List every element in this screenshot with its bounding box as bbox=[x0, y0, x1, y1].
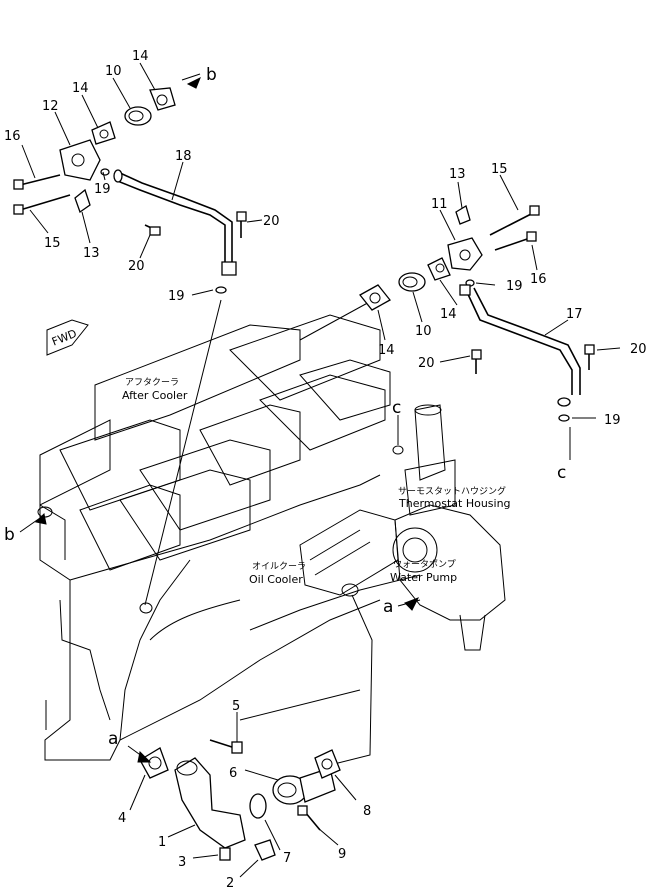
oil-cooler-label: Oil Cooler bbox=[249, 573, 303, 586]
part-20-label: 20 bbox=[263, 214, 280, 229]
part-number-callouts bbox=[21, 62, 621, 878]
part-16-label: 16 bbox=[4, 129, 21, 144]
part-3-label: 3 bbox=[178, 855, 186, 870]
connection-lines bbox=[19, 73, 571, 766]
part-14-label: 14 bbox=[378, 343, 395, 358]
water-pump-jp-label: ウォータポンプ bbox=[393, 559, 456, 570]
component-labels: アフタクーラ After Cooler サーモスタットハウジング Thermos… bbox=[122, 377, 511, 586]
part-5-label: 5 bbox=[232, 699, 240, 714]
part-20-label: 20 bbox=[630, 342, 647, 357]
part-4-label: 4 bbox=[118, 811, 126, 826]
engine-block bbox=[37, 314, 506, 761]
part-20-label: 20 bbox=[418, 356, 435, 371]
part-12-label: 12 bbox=[42, 99, 59, 114]
thermostat-jp-label: サーモスタットハウジング bbox=[398, 485, 506, 497]
part-13-label: 13 bbox=[449, 167, 466, 182]
part-19-label: 19 bbox=[168, 289, 185, 304]
ref-a-inlet: a bbox=[108, 729, 118, 749]
part-18-label: 18 bbox=[175, 149, 192, 164]
ref-a-pump: a bbox=[383, 597, 393, 617]
part-15-label: 15 bbox=[491, 162, 508, 177]
ref-arrows bbox=[34, 76, 420, 763]
ref-c-engine: c bbox=[392, 398, 401, 418]
part-17-label: 17 bbox=[566, 307, 583, 322]
ref-b-top: b bbox=[206, 65, 217, 85]
part-number-labels: 14 10 14 12 16 19 15 13 20 18 20 19 13 1… bbox=[4, 49, 647, 891]
part-10-label: 10 bbox=[105, 64, 122, 79]
part-19-label: 19 bbox=[94, 182, 111, 197]
after-cooler-jp-label: アフタクーラ bbox=[125, 377, 179, 388]
part-20-label: 20 bbox=[128, 259, 145, 274]
part-7-label: 7 bbox=[283, 851, 291, 866]
part-19-label: 19 bbox=[506, 279, 523, 294]
part-2-label: 2 bbox=[226, 876, 234, 889]
part-15-label: 15 bbox=[44, 236, 61, 251]
part-13-label: 13 bbox=[83, 246, 100, 261]
part-1-label: 1 bbox=[158, 835, 166, 850]
part-8-label: 8 bbox=[363, 804, 371, 819]
part-19-label: 19 bbox=[604, 413, 621, 428]
ref-b-left: b bbox=[4, 525, 15, 545]
ref-c-pipe: c bbox=[557, 463, 566, 483]
fwd-arrow: FWD bbox=[46, 319, 89, 356]
part-9-label: 9 bbox=[338, 847, 346, 862]
part-14-label: 14 bbox=[440, 307, 457, 322]
bottom-pump-inlet-group bbox=[139, 739, 341, 861]
part-6-label: 6 bbox=[229, 766, 237, 781]
fwd-label: FWD bbox=[50, 327, 79, 349]
reference-letters: b b c c a a bbox=[4, 65, 566, 749]
right-pipe-group bbox=[359, 205, 595, 422]
oil-cooler-jp-label: オイルクーラ bbox=[252, 561, 306, 572]
part-16-label: 16 bbox=[530, 272, 547, 287]
part-11-label: 11 bbox=[431, 197, 448, 212]
thermostat-label: Thermostat Housing bbox=[398, 497, 511, 510]
part-14-label: 14 bbox=[72, 81, 89, 96]
part-14-label: 14 bbox=[132, 49, 149, 64]
part-10-label: 10 bbox=[415, 324, 432, 339]
after-cooler-label: After Cooler bbox=[122, 389, 188, 402]
water-pump-label: Water Pump bbox=[390, 571, 457, 584]
